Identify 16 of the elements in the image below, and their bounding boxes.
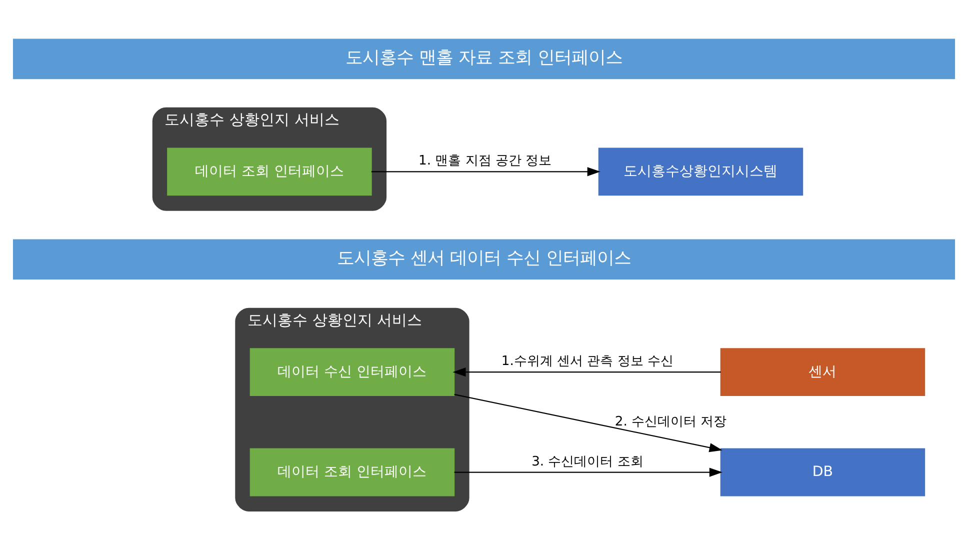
- arrow: [454, 468, 722, 477]
- arrow: [370, 167, 600, 176]
- edge-label: 2. 수신데이터 저장: [614, 414, 726, 430]
- arrow: [454, 394, 722, 452]
- node-box: 도시홍수 센서 데이터 수신 인터페이스: [12, 239, 955, 280]
- node-box: 도시홍수상황인지시스템: [598, 148, 803, 196]
- node-box: 센서: [720, 348, 925, 396]
- node-box: DB: [720, 448, 925, 496]
- edge-label: 1.수위계 센서 관측 정보 수신: [500, 354, 673, 370]
- node-box: 데이터 수신 인터페이스: [249, 348, 454, 396]
- node-box: 데이터 조회 인터페이스: [249, 448, 454, 496]
- edge-label: 1. 맨홀 지점 공간 정보: [418, 154, 552, 169]
- node-box: 도시홍수 맨홀 자료 조회 인터페이스: [12, 38, 955, 80]
- arrow: [452, 368, 720, 377]
- node-box: 데이터 조회 인터페이스: [166, 148, 372, 196]
- edge-label: 3. 수신데이터 조회: [531, 454, 643, 470]
